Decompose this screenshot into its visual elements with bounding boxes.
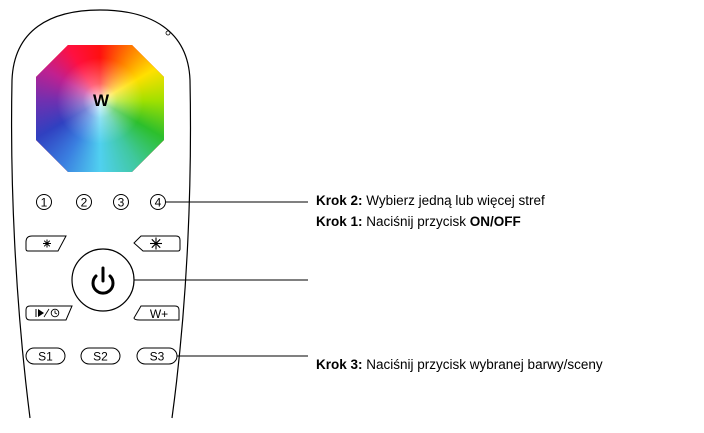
power-button[interactable] [71, 248, 135, 312]
power-icon [91, 266, 115, 295]
zone-3-label: 3 [118, 196, 125, 210]
color-wheel[interactable] [36, 45, 164, 172]
timer-icon [50, 308, 60, 318]
step-1-label: Krok 1: Naciśnij przycisk ON/OFF [316, 214, 521, 230]
sun-large-icon [150, 237, 162, 250]
zone-button-2[interactable]: 2 [76, 194, 92, 210]
scene-button-s3[interactable]: S3 [136, 347, 178, 365]
play-pause-icon [35, 308, 50, 318]
step-3-label: Krok 3: Naciśnij przycisk wybranej barwy… [316, 357, 603, 373]
scene-s2-label: S2 [93, 350, 108, 364]
step-3-prefix: Krok 3: [316, 357, 363, 372]
indicator-led [165, 30, 171, 36]
play-timer-button[interactable] [25, 305, 73, 321]
brightness-down-button[interactable] [25, 235, 67, 252]
zone-1-label: 1 [41, 196, 48, 210]
w-plus-label: W+ [150, 307, 168, 321]
step-1-bold-suffix: ON/OFF [469, 214, 521, 229]
scene-s3-label: S3 [150, 350, 165, 364]
zone-4-label: 4 [155, 196, 162, 210]
step-3-text: Naciśnij przycisk wybranej barwy/sceny [362, 357, 603, 372]
step-1-prefix: Krok 1: [316, 214, 363, 229]
zone-button-4[interactable]: 4 [150, 194, 166, 210]
wheel-center-label: W [93, 91, 110, 110]
scene-s1-label: S1 [38, 350, 53, 364]
zone-button-1[interactable]: 1 [36, 194, 52, 210]
sun-small-icon [43, 239, 51, 248]
w-plus-button[interactable]: W+ [133, 305, 180, 321]
step-2-label: Krok 2: Wybierz jedną lub więcej stref [316, 193, 545, 209]
zone-2-label: 2 [81, 196, 88, 210]
scene-button-s2[interactable]: S2 [80, 347, 121, 365]
zone-button-3[interactable]: 3 [113, 194, 129, 210]
scene-button-s1[interactable]: S1 [25, 347, 66, 365]
remote-body [10, 9, 192, 419]
step-2-text: Wybierz jedną lub więcej stref [362, 193, 545, 208]
step-1-text: Naciśnij przycisk [362, 214, 470, 229]
brightness-up-button[interactable] [133, 235, 181, 252]
step-2-prefix: Krok 2: [316, 193, 363, 208]
